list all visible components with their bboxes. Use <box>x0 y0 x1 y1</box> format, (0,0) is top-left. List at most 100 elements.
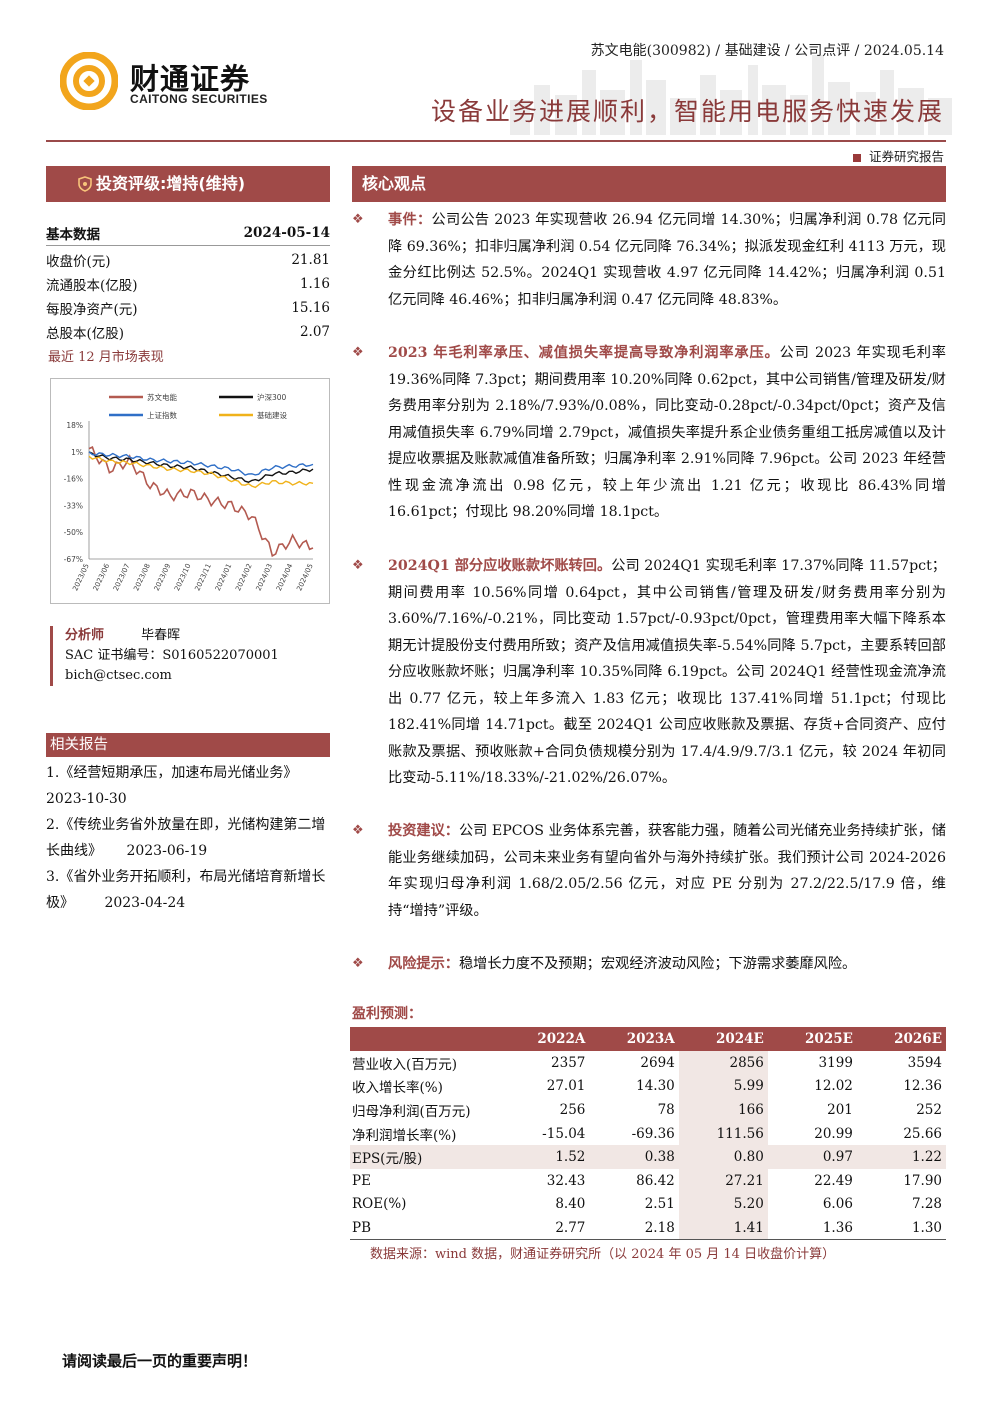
paragraph-body: 稳增长力度不及预期；宏观经济波动风险；下游需求萎靡风险。 <box>458 956 857 972</box>
forecast-col-header <box>350 1027 500 1051</box>
related-report-item[interactable]: 2.《传统业务省外放量在即，光储构建第二增长曲线》 2023-06-19 <box>46 812 334 864</box>
forecast-col-header: 2023A <box>589 1027 679 1051</box>
x-tick-label: 2023/05 <box>71 562 91 592</box>
forecast-cell: 201 <box>827 1101 853 1118</box>
forecast-col-header: 2022A <box>500 1027 590 1051</box>
header-meta: 苏文电能(300982) / 基础建设 / 公司点评 / 2024.05.14 <box>590 43 944 59</box>
core-paragraph-2024q1: ❖ 2024Q1 部分应收账款坏账转回。公司 2024Q1 实现毛利率 17.3… <box>352 553 946 792</box>
forecast-cell: 86.42 <box>636 1172 675 1189</box>
x-tick-label: 2023/11 <box>193 562 213 592</box>
x-tick-label: 2024/04 <box>275 562 295 592</box>
legend-label: 沪深300 <box>257 392 287 402</box>
y-tick-label: -33% <box>64 501 83 510</box>
series-line <box>88 451 314 483</box>
forecast-cell: 1.30 <box>856 1216 946 1241</box>
x-tick-label: 2023/06 <box>92 562 112 592</box>
related-report-date: 2023-04-24 <box>104 895 186 911</box>
diamond-bullet-icon: ❖ <box>352 823 364 838</box>
related-report-date: 2023-06-19 <box>126 843 208 859</box>
analyst-email[interactable]: bich@ctsec.com <box>65 668 172 683</box>
data-source-note: 数据来源：wind 数据，财通证券研究所（以 2024 年 05 月 14 日收… <box>370 1247 836 1262</box>
y-tick-label: 1% <box>71 448 83 457</box>
forecast-cell: 1.22 <box>856 1145 946 1169</box>
x-tick-label: 2023/09 <box>153 562 173 592</box>
forecast-cell: 2357 <box>551 1054 586 1071</box>
forecast-cell: 2856 <box>678 1051 768 1075</box>
y-tick-label: -67% <box>64 555 83 564</box>
basic-data-table: 基本数据 2024-05-14 收盘价(元) 21.81 流通股本(亿股) 1.… <box>46 220 330 344</box>
forecast-row-label: 净利润增长率(%) <box>352 1127 457 1144</box>
paragraph-lead: 事件： <box>388 212 432 228</box>
forecast-cell: 256 <box>559 1101 586 1118</box>
forecast-cell: 5.20 <box>678 1192 768 1217</box>
company-logo: 财通证券 CAITONG SECURITIES <box>60 52 300 110</box>
related-report-title: 2.《传统业务省外放量在即，光储构建第二增长曲线》 <box>46 817 326 859</box>
skyline-decoration <box>510 55 952 135</box>
x-tick-label: 2024/02 <box>234 562 254 592</box>
forecast-row-label: 营业收入(百万元) <box>352 1056 458 1073</box>
diamond-bullet-icon: ❖ <box>352 345 364 360</box>
paragraph-body: 公司 2024Q1 实现毛利率 17.37%同降 11.57pct；期间费用率 … <box>388 558 946 786</box>
rating-label: 投资评级:增持(维持) <box>96 174 246 193</box>
related-reports-list: 1.《经营短期承压，加速布局光储业务》 2023-10-30 2.《传统业务省外… <box>46 760 334 916</box>
forecast-cell: 252 <box>916 1101 942 1118</box>
diamond-bullet-icon: ❖ <box>352 956 364 971</box>
forecast-row-label: ROE(%) <box>352 1196 407 1213</box>
paragraph-lead: 2024Q1 部分应收账款坏账转回。 <box>388 558 612 574</box>
forecast-cell: 0.80 <box>678 1145 768 1169</box>
forecast-cell: 2.77 <box>500 1216 590 1241</box>
legend-label: 苏文电能 <box>147 392 177 402</box>
forecast-cell: 2694 <box>640 1054 675 1071</box>
doc-type: 证券研究报告 <box>852 146 944 165</box>
basic-data-row: 收盘价(元) 21.81 <box>46 248 330 272</box>
forecast-col-header: 2024E <box>678 1027 768 1051</box>
related-report-item[interactable]: 1.《经营短期承压，加速布局光储业务》 2023-10-30 <box>46 760 334 812</box>
basic-data-value: 2.07 <box>299 324 330 340</box>
forecast-cell: 17.90 <box>903 1172 942 1189</box>
forecast-cell: 22.49 <box>814 1172 853 1189</box>
basic-data-value: 21.81 <box>291 252 330 268</box>
forecast-row-label: 归母净利润(百万元) <box>352 1103 471 1120</box>
basic-data-date: 2024-05-14 <box>243 224 330 241</box>
basic-data-key: 总股本(亿股) <box>46 326 125 342</box>
x-tick-label: 2023/10 <box>173 562 193 592</box>
paragraph-lead: 投资建议： <box>388 823 459 839</box>
basic-data-row: 流通股本(亿股) 1.16 <box>46 272 330 296</box>
y-tick-label: -16% <box>64 475 83 484</box>
forecast-header-row: 2022A 2023A 2024E 2025E 2026E <box>350 1027 946 1051</box>
forecast-cell: 12.36 <box>903 1078 942 1095</box>
forecast-cell: -15.04 <box>542 1125 586 1142</box>
forecast-cell: 0.97 <box>767 1145 857 1169</box>
analyst-row: 分析师 毕春晖 <box>65 626 330 646</box>
forecast-cell: 32.43 <box>546 1172 586 1189</box>
forecast-cell: 78 <box>657 1101 675 1118</box>
shield-icon <box>78 176 92 192</box>
related-report-item[interactable]: 3.《省外业务开拓顺利，布局光储培育新增长极》 2023-04-24 <box>46 864 334 916</box>
x-tick-label: 2024/05 <box>295 562 315 592</box>
paragraph-lead: 2023 年毛利率承压、减值损失率提高导致净利润率承压。 <box>388 345 780 361</box>
forecast-cell: 166 <box>678 1098 768 1122</box>
forecast-row-label: PE <box>352 1172 371 1189</box>
footer-disclaimer: 请阅读最后一页的重要声明！ <box>62 1352 258 1370</box>
forecast-cell: 1.52 <box>500 1145 590 1169</box>
basic-data-row: 每股净资产(元) 15.16 <box>46 296 330 320</box>
legend-label: 上证指数 <box>147 410 177 420</box>
series-line <box>88 446 314 558</box>
forecast-cell: 8.40 <box>555 1196 586 1213</box>
core-view-title: 核心观点 <box>352 166 946 202</box>
forecast-col-header: 2026E <box>856 1027 946 1051</box>
basic-data-header: 基本数据 2024-05-14 <box>46 220 330 246</box>
x-tick-label: 2024/03 <box>255 562 275 592</box>
paragraph-body: 公司 2023 年实现毛利率 19.36%同降 7.3pct；期间费用率 10.… <box>388 345 946 520</box>
logo-name-cn: 财通证券 <box>130 62 251 96</box>
forecast-cell: 0.38 <box>589 1145 679 1169</box>
x-tick-label: 2023/08 <box>132 562 152 592</box>
logo-name-en: CAITONG SECURITIES <box>130 92 268 106</box>
basic-data-title: 基本数据 <box>46 226 100 243</box>
related-report-date: 2023-10-30 <box>46 791 127 807</box>
